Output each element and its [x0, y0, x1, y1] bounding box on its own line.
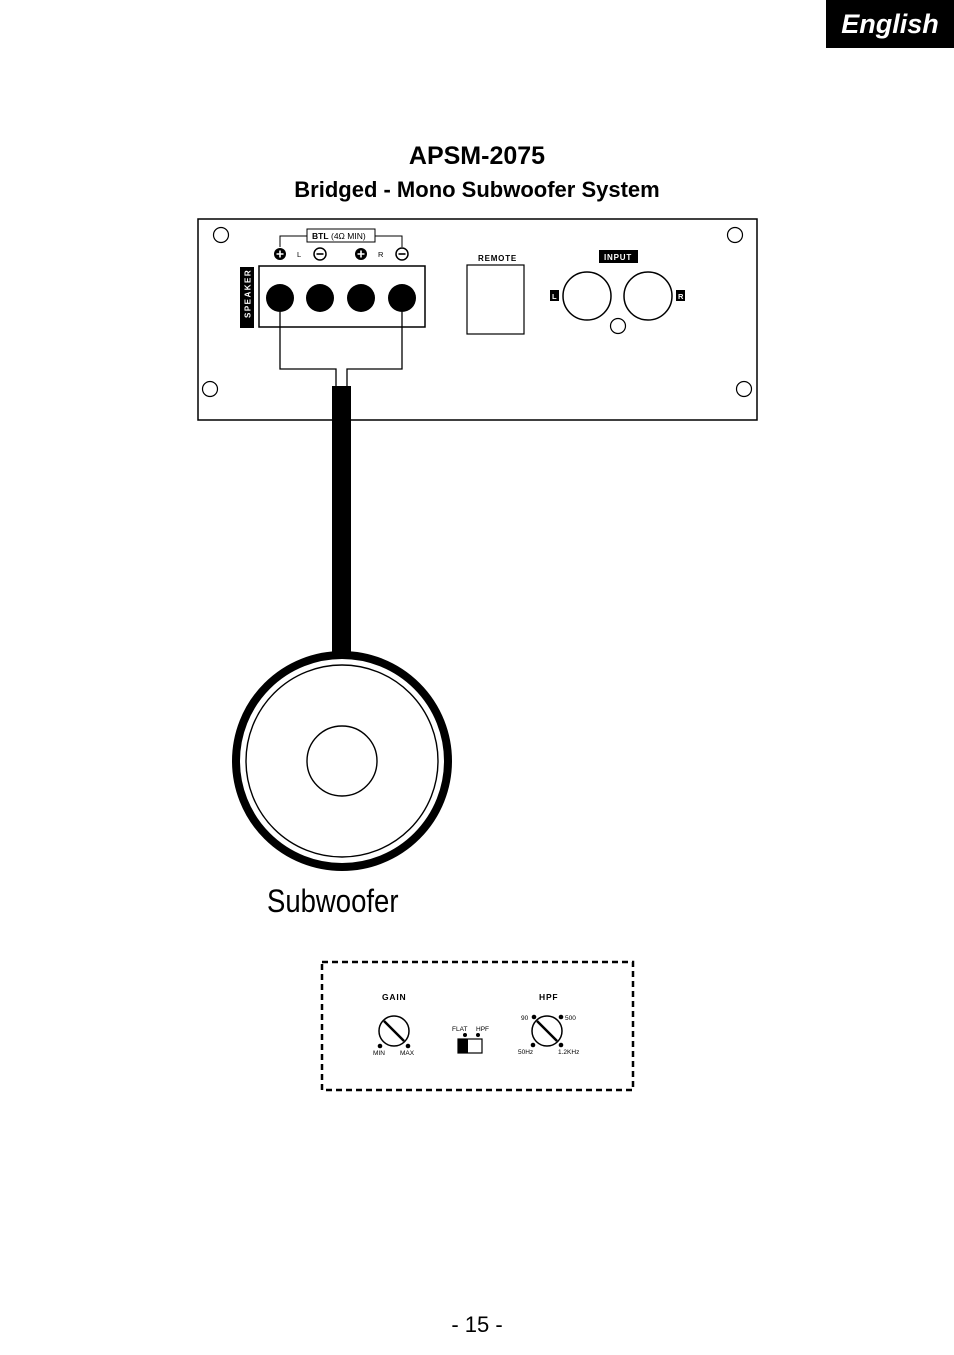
subwoofer-label: Subwoofer — [267, 884, 399, 919]
remote-label: REMOTE — [478, 254, 517, 263]
bridge-wire — [346, 312, 403, 386]
btl-label: BTL — [312, 231, 329, 241]
mounting-hole — [726, 226, 744, 244]
hpf-50hz-label: 50Hz — [518, 1049, 533, 1056]
minus-icon — [395, 247, 409, 261]
speaker-terminal — [266, 284, 294, 312]
minus-icon — [313, 247, 327, 261]
hpf-label: HPF — [539, 992, 558, 1002]
rca-input-left — [562, 271, 612, 321]
remote-terminal — [466, 264, 525, 335]
input-left-label: L — [552, 292, 557, 301]
speaker-cable — [332, 386, 351, 656]
speaker-terminal — [347, 284, 375, 312]
input-label: INPUT — [604, 253, 632, 262]
left-channel-label: L — [297, 250, 301, 259]
hpf-12khz-label: 1.2KHz — [558, 1049, 579, 1056]
amplifier-panel: BTL (4Ω MIN) L R SPEAKER — [197, 218, 758, 421]
rca-input-right — [623, 271, 673, 321]
gain-min-label: MIN — [373, 1050, 385, 1057]
switch-hpf-label: HPF — [476, 1026, 489, 1033]
controls-panel: GAIN MIN MAX FLAT HPF HPF 90 500 50Hz 1.… — [320, 960, 635, 1092]
subwoofer-dust-cap — [306, 725, 378, 797]
hpf-90-label: 90 — [521, 1015, 529, 1022]
mounting-hole — [201, 380, 219, 398]
bridge-wire — [279, 312, 337, 386]
speaker-label: SPEAKER — [244, 269, 253, 318]
model-title: APSM-2075 — [408, 142, 546, 170]
input-right-label: R — [678, 292, 684, 301]
mounting-hole — [735, 380, 753, 398]
plus-icon — [274, 248, 286, 260]
btl-spec: (4Ω MIN) — [331, 231, 366, 241]
speaker-terminal — [388, 284, 416, 312]
language-tab: English — [826, 0, 954, 48]
speaker-terminal — [306, 284, 334, 312]
right-channel-label: R — [378, 250, 384, 259]
gain-label: GAIN — [382, 992, 406, 1002]
diagram-subtitle: Bridged - Mono Subwoofer System — [294, 177, 660, 202]
subwoofer — [232, 651, 452, 871]
plus-icon — [355, 248, 367, 260]
gain-max-label: MAX — [400, 1050, 415, 1057]
ground-screw — [609, 317, 627, 335]
switch-flat-label: FLAT — [452, 1026, 467, 1033]
mounting-hole — [212, 226, 230, 244]
flat-hpf-switch — [457, 1038, 483, 1054]
hpf-500-label: 500 — [565, 1015, 576, 1022]
page-number: - 15 - — [451, 1312, 503, 1337]
